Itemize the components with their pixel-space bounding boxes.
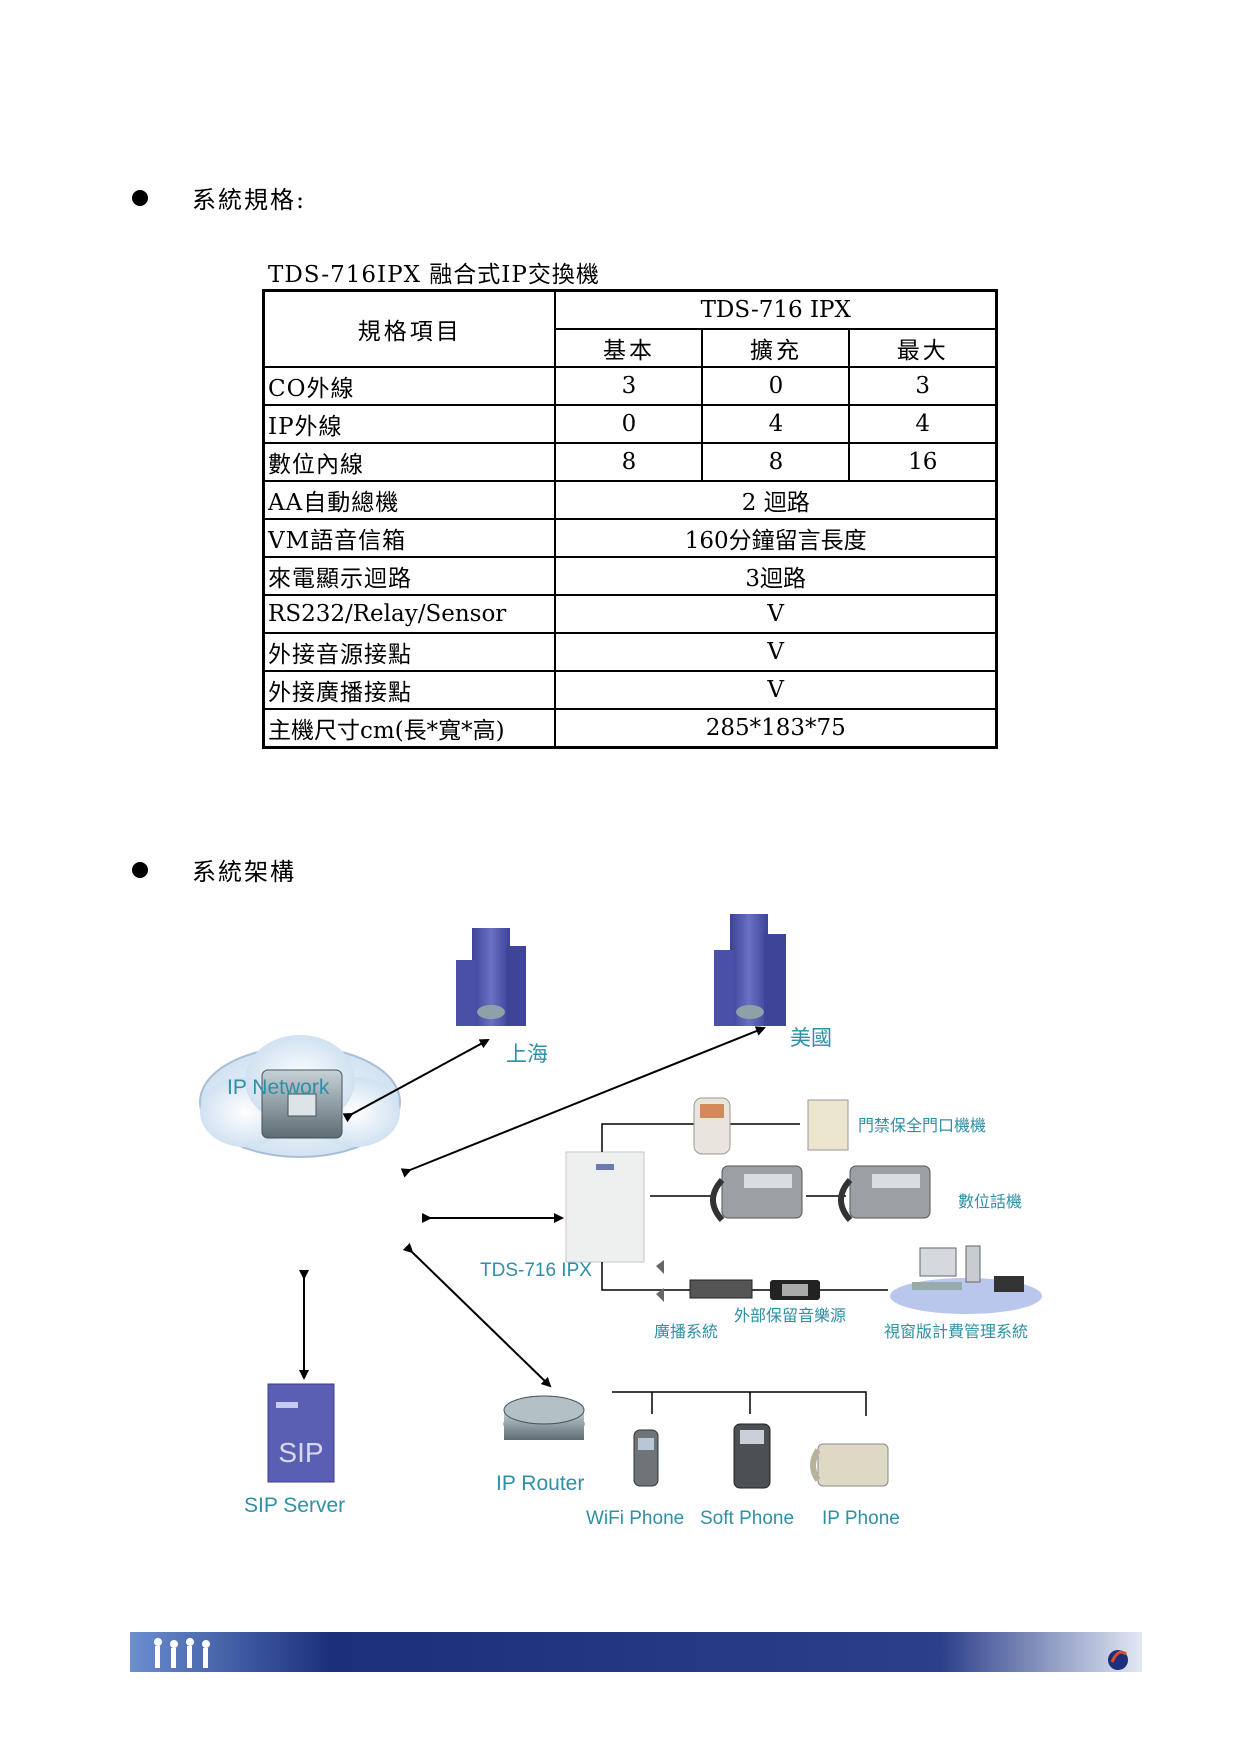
amplifier-icon bbox=[689, 1279, 753, 1299]
row-label: 外接廣播接點 bbox=[262, 670, 557, 710]
people-silhouette-icon bbox=[154, 1638, 210, 1668]
digital-phone-icon bbox=[710, 1165, 803, 1223]
digital-phone-icon bbox=[838, 1165, 931, 1223]
table-row: IP外線 0 4 4 bbox=[262, 404, 998, 444]
building-usa-icon bbox=[714, 914, 786, 1026]
arch-section-heading: 系統架構 bbox=[132, 852, 296, 887]
table-row: 外接廣播接點 V bbox=[262, 670, 998, 710]
cell-value: V bbox=[554, 632, 998, 672]
cell-value: 4 bbox=[848, 404, 998, 444]
spec-section-heading: 系統規格: bbox=[132, 180, 306, 215]
cell-value: V bbox=[554, 670, 998, 710]
usa-label: 美國 bbox=[790, 1027, 832, 1050]
col-expand-header: 擴充 bbox=[701, 328, 851, 368]
table-row: AA自動總機 2 迴路 bbox=[262, 480, 998, 520]
ip-phone-icon bbox=[810, 1443, 889, 1487]
row-label: 主機尺寸cm(長*寬*高) bbox=[262, 708, 557, 749]
cell-value: 3 bbox=[848, 366, 998, 406]
arch-heading-text: 系統架構 bbox=[192, 858, 296, 886]
cell-value: 0 bbox=[701, 366, 851, 406]
digital-phone-label: 數位話機 bbox=[958, 1194, 1023, 1211]
ip-router-label: IP Router bbox=[496, 1472, 585, 1495]
music-source-label: 外部保留音樂源 bbox=[734, 1308, 847, 1325]
cell-value: 285*183*75 bbox=[554, 708, 998, 749]
ip-router-icon bbox=[503, 1395, 585, 1440]
shanghai-label: 上海 bbox=[506, 1043, 548, 1066]
row-label: RS232/Relay/Sensor bbox=[262, 594, 557, 634]
table-row: RS232/Relay/Sensor V bbox=[262, 594, 998, 634]
cell-value: 160分鐘留言長度 bbox=[554, 518, 998, 558]
wifi-phone-label: WiFi Phone bbox=[586, 1508, 685, 1529]
spec-model-header: TDS-716 IPX bbox=[554, 289, 998, 330]
door-panel-icon bbox=[807, 1099, 849, 1151]
footer-banner bbox=[130, 1632, 1142, 1672]
spec-table: 規格項目 TDS-716 IPX 基本 擴充 最大 CO外線 3 0 3 IP外… bbox=[262, 289, 998, 749]
table-row: 數位內線 8 8 16 bbox=[262, 442, 998, 482]
billing-label: 視窗版計費管理系統 bbox=[884, 1324, 1029, 1341]
sip-server-icon: SIP bbox=[267, 1383, 335, 1483]
cell-value: 2 迴路 bbox=[554, 480, 998, 520]
sip-badge-text: SIP bbox=[278, 1437, 323, 1468]
col-max-header: 最大 bbox=[848, 328, 998, 368]
soft-phone-icon bbox=[733, 1423, 771, 1489]
cell-value: 3迴路 bbox=[554, 556, 998, 596]
architecture-diagram: SIP IP Network 上海 美國 門禁保全門口機機 數位話機 TDS-7… bbox=[0, 890, 1240, 1570]
bullet-icon bbox=[132, 861, 148, 878]
ip-network-label: IP Network bbox=[227, 1076, 330, 1099]
row-label: IP外線 bbox=[262, 404, 557, 444]
spec-item-header: 規格項目 bbox=[262, 289, 557, 368]
table-row: 外接音源接點 V bbox=[262, 632, 998, 672]
row-label: CO外線 bbox=[262, 366, 557, 406]
wifi-phone-icon bbox=[633, 1429, 659, 1487]
row-label: 外接音源接點 bbox=[262, 632, 557, 672]
billing-pc-icon bbox=[890, 1245, 1042, 1314]
spec-table-caption: TDS-716IPX 融合式IP交換機 bbox=[268, 262, 600, 288]
cell-value: 0 bbox=[554, 404, 704, 444]
cell-value: V bbox=[554, 594, 998, 634]
music-player-icon bbox=[770, 1280, 820, 1300]
spec-heading-text: 系統規格: bbox=[192, 186, 307, 214]
cell-value: 8 bbox=[701, 442, 851, 482]
paging-label: 廣播系統 bbox=[654, 1324, 719, 1341]
table-row: 主機尺寸cm(長*寬*高) 285*183*75 bbox=[262, 708, 998, 749]
connection-arrows bbox=[299, 1026, 766, 1388]
cell-value: 8 bbox=[554, 442, 704, 482]
spec-header-row: 規格項目 TDS-716 IPX bbox=[262, 289, 998, 368]
company-logo-icon bbox=[1108, 1650, 1128, 1670]
diagram-canvas: SIP bbox=[199, 914, 1042, 1489]
pbx-lines bbox=[601, 1123, 888, 1416]
spec-subheader-row: 基本 擴充 最大 bbox=[264, 328, 998, 368]
row-label: 來電顯示迴路 bbox=[262, 556, 557, 596]
sip-server-label: SIP Server bbox=[244, 1494, 346, 1517]
soft-phone-label: Soft Phone bbox=[700, 1508, 795, 1529]
cell-value: 4 bbox=[701, 404, 851, 444]
bullet-icon bbox=[132, 189, 148, 206]
row-label: AA自動總機 bbox=[262, 480, 557, 520]
door-phone-icon bbox=[693, 1097, 731, 1155]
pbx-unit-icon bbox=[565, 1151, 645, 1263]
row-label: 數位內線 bbox=[262, 442, 557, 482]
table-row: VM語音信箱 160分鐘留言長度 bbox=[262, 518, 998, 558]
cell-value: 3 bbox=[554, 366, 704, 406]
col-basic-header: 基本 bbox=[554, 328, 704, 368]
table-row: 來電顯示迴路 3迴路 bbox=[262, 556, 998, 596]
row-label: VM語音信箱 bbox=[262, 518, 557, 558]
table-row: CO外線 3 0 3 bbox=[262, 366, 998, 406]
door-phone-label: 門禁保全門口機機 bbox=[858, 1118, 987, 1135]
building-shanghai-icon bbox=[456, 928, 526, 1026]
pbx-label: TDS-716 IPX bbox=[480, 1260, 592, 1281]
cell-value: 16 bbox=[848, 442, 998, 482]
ip-phone-label: IP Phone bbox=[822, 1508, 900, 1529]
speaker-icon bbox=[656, 1260, 664, 1302]
